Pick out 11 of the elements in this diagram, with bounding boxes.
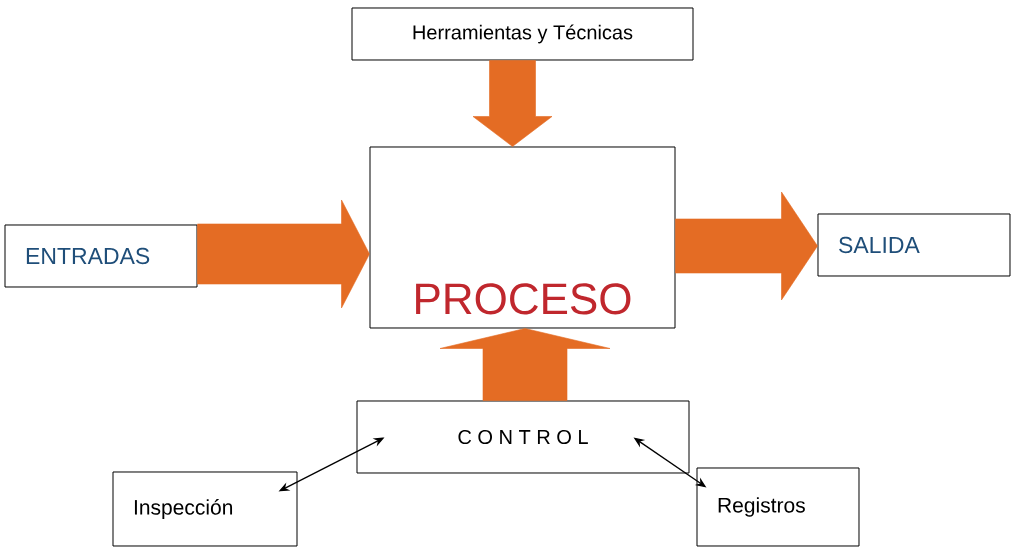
block-arrow bbox=[439, 328, 611, 401]
control-box: C O N T R O L bbox=[356, 400, 690, 474]
records-box: Registros bbox=[696, 467, 860, 547]
process-box: PROCESO bbox=[369, 146, 676, 329]
input-box: ENTRADAS bbox=[4, 224, 198, 288]
inspection-box: Inspección bbox=[112, 471, 298, 547]
block-arrow bbox=[197, 199, 370, 309]
block-arrow bbox=[472, 60, 553, 147]
block-arrow bbox=[675, 191, 818, 301]
tools-box: Herramientas y Técnicas bbox=[351, 7, 694, 61]
output-box: SALIDA bbox=[817, 213, 1011, 277]
